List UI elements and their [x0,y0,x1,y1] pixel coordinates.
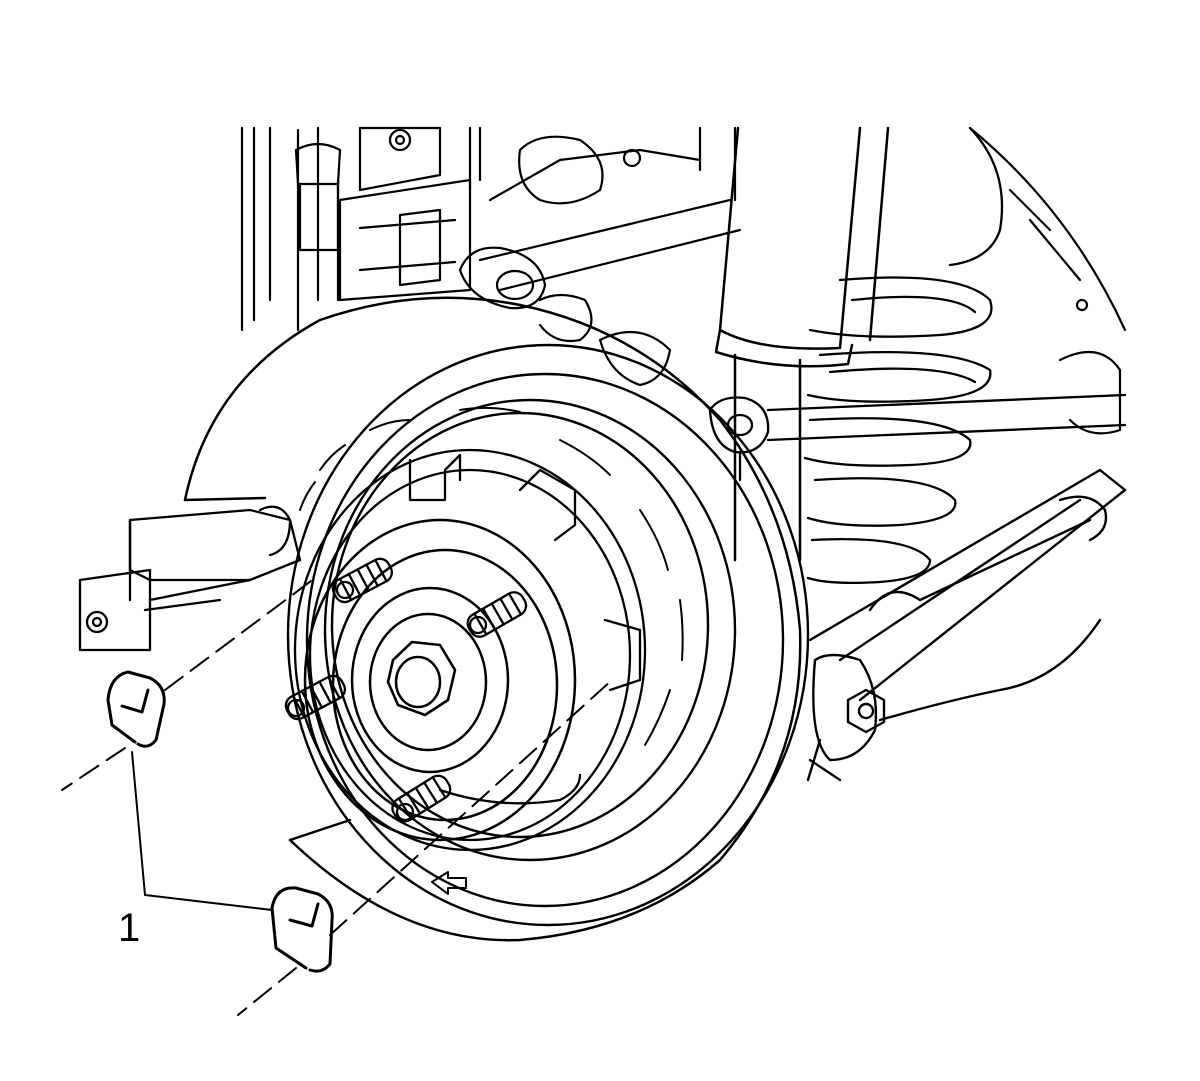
retaining-clip-upper [106,670,166,748]
wheel-studs [284,557,528,823]
dust-shield [183,296,802,942]
shock-absorber [714,126,890,562]
lower-control-arm [806,468,1127,782]
chassis-frame [240,126,742,387]
installation-guide-lines [61,577,613,1016]
coil-spring [803,126,1004,585]
rotor-slots [299,406,684,746]
callout-label-1: 1 [118,906,141,950]
left-bracket [78,505,302,652]
retaining-clip-lower [270,886,334,973]
wheel-stud [466,591,528,638]
wheel-stud [391,774,452,823]
backing-plate [293,448,647,852]
callout-leader [131,751,273,911]
wheel-stud [331,557,394,604]
stabilizer-link [708,393,1127,482]
wheel-hub [303,518,577,842]
body-panel [968,126,1127,435]
direction-arrow-mark [431,871,467,895]
